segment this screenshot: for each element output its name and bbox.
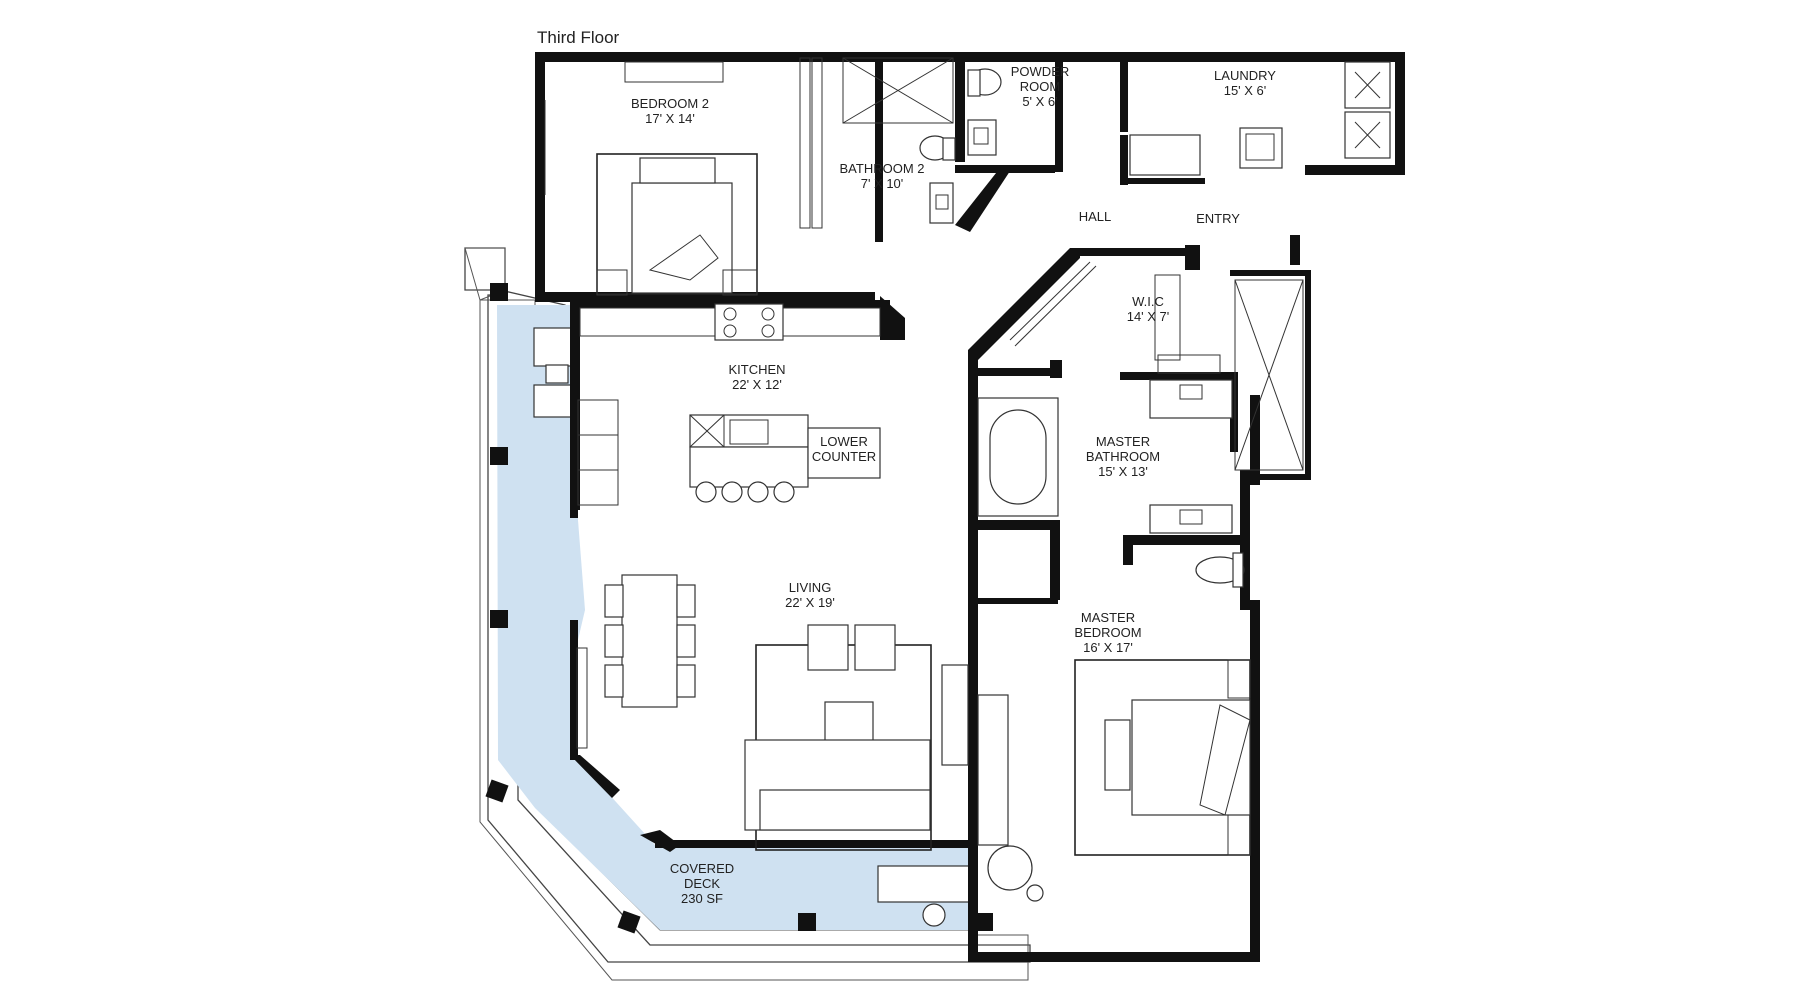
hall-name: HALL: [1079, 209, 1112, 224]
floor-title: Third Floor: [537, 28, 620, 47]
walls: [535, 52, 1405, 962]
living-furniture: [576, 574, 1009, 851]
wic-dims: 14' X 7': [1127, 309, 1170, 324]
master-bedroom-furniture: [987, 659, 1251, 902]
deck-area: 230 SF: [681, 891, 723, 906]
laundry-dims: 15' X 6': [1224, 83, 1267, 98]
bathroom2-name: BATHROOM 2: [840, 161, 925, 176]
covered-deck[interactable]: [464, 247, 1031, 981]
master-bath-dims: 15' X 13': [1098, 464, 1148, 479]
living-name: LIVING: [789, 580, 832, 595]
powder-name-line2: ROOM: [1020, 79, 1060, 94]
powder-room-fixtures: [967, 68, 1002, 156]
laundry-name: LAUNDRY: [1214, 68, 1276, 83]
bedroom2-furniture: [544, 57, 823, 296]
deck-name-line1: COVERED: [670, 861, 734, 876]
powder-dims: 5' X 6': [1022, 94, 1057, 109]
kitchen-furniture: [577, 303, 881, 506]
room-labels: BEDROOM 2 17' X 14' BATHROOM 2 7' X 10' …: [631, 64, 1276, 906]
master-bed-name-line2: BEDROOM: [1074, 625, 1141, 640]
wic-name: W.I.C: [1132, 294, 1164, 309]
entry-closet: [1234, 279, 1304, 471]
living-dims: 22' X 19': [785, 595, 835, 610]
bathroom2-fixtures: [842, 57, 956, 224]
lower-counter-line1: LOWER: [820, 434, 868, 449]
master-bath-name-line2: BATHROOM: [1086, 449, 1160, 464]
bathroom2-dims: 7' X 10': [861, 176, 904, 191]
lower-counter-line2: COUNTER: [812, 449, 876, 464]
bedroom2-dims: 17' X 14': [645, 111, 695, 126]
master-bath-fixtures: [977, 379, 1245, 588]
deck-posts: [485, 283, 993, 934]
master-bed-name-line1: MASTER: [1081, 610, 1135, 625]
kitchen-name: KITCHEN: [728, 362, 785, 377]
bedroom2-name: BEDROOM 2: [631, 96, 709, 111]
powder-name-line1: POWDER: [1011, 64, 1070, 79]
wic-fixtures: [1009, 261, 1221, 374]
master-bed-dims: 16' X 17': [1083, 640, 1133, 655]
kitchen-dims: 22' X 12': [732, 377, 782, 392]
deck-lounge-chairs: [533, 327, 971, 927]
laundry-fixtures: [1129, 61, 1391, 176]
deck-name-line2: DECK: [684, 876, 720, 891]
entry-name: ENTRY: [1196, 211, 1240, 226]
master-bath-name-line1: MASTER: [1096, 434, 1150, 449]
